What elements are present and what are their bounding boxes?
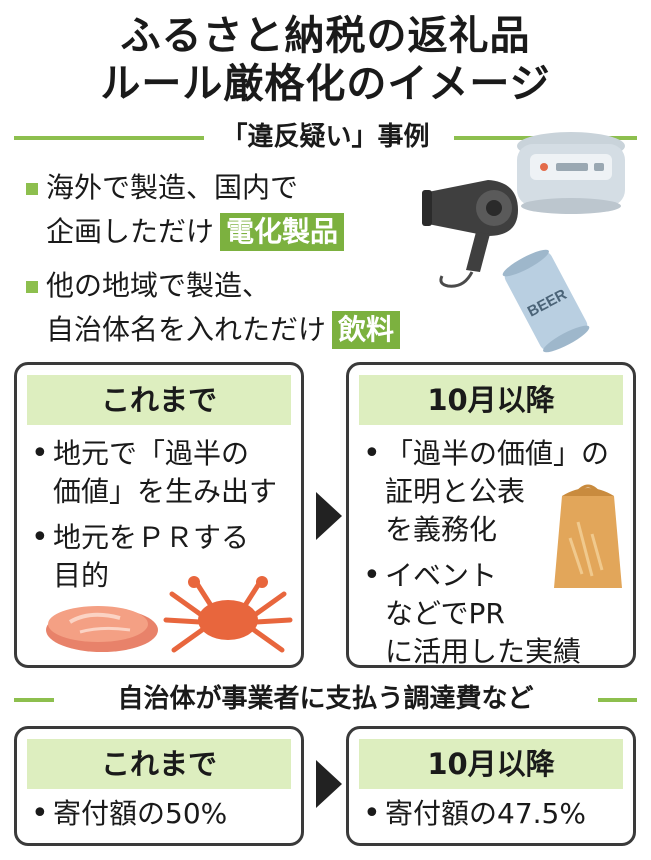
heading-rule-left (14, 136, 204, 140)
heading-rule-right (598, 698, 637, 702)
title-line-1: ふるさと納税の返礼品 (120, 13, 531, 59)
bullet-dot: • (363, 796, 381, 831)
hair-dryer-icon (422, 180, 518, 288)
case-1-tag: 電化製品 (220, 213, 345, 251)
rules-before-header: これまで (27, 375, 291, 425)
arrow-right-icon (316, 492, 342, 540)
rice-cooker-icon (517, 132, 625, 214)
cost-heading-text: 自治体が事業者に支払う調達費など (107, 684, 544, 714)
case-1-line-1: 海外で製造、国内で (46, 171, 299, 204)
violation-heading-text: 「違反疑い」事例 (211, 122, 440, 152)
violation-case-1: 海外で製造、国内で 企画しただけ電化製品 (26, 166, 345, 254)
cost-before-header: これまで (27, 739, 291, 789)
list-item: •「過半の価値」の 証明と公表 を義務化 (363, 436, 610, 546)
list-item: •地元で「過半の 価値」を生み出す (31, 436, 278, 508)
rules-before-list: •地元で「過半の 価値」を生み出す •地元をＰＲする 目的 (31, 435, 293, 603)
green-square-bullet (26, 281, 38, 293)
bullet-dot: • (31, 436, 49, 471)
case-1-line-2: 企画しただけ (46, 215, 215, 248)
title-line-2: ルール厳格化のイメージ (100, 61, 551, 107)
cost-after-list: •寄付額の47.5% (363, 795, 625, 841)
bullet-dot: • (363, 436, 381, 471)
violation-case-2: 他の地域で製造、 自治体名を入れただけ飲料 (26, 264, 401, 352)
rules-after-list: •「過半の価値」の 証明と公表 を義務化 •イベント などでPR に活用した実績 (363, 435, 625, 679)
cost-after-header: 10月以降 (359, 739, 623, 789)
list-item: •寄付額の47.5% (363, 796, 586, 831)
arrow-right-icon (316, 760, 342, 808)
beer-can-icon: BEER (502, 249, 590, 353)
rules-after-header: 10月以降 (359, 375, 623, 425)
cost-section-heading: 自治体が事業者に支払う調達費など (14, 682, 637, 716)
meat-icon (46, 606, 158, 652)
violation-section-heading: 「違反疑い」事例 (14, 120, 637, 154)
cost-after-panel: 10月以降 •寄付額の47.5% (346, 726, 636, 846)
case-2-line-1: 他の地域で製造、 (46, 269, 271, 302)
cost-before-panel: これまで •寄付額の50% (14, 726, 304, 846)
heading-rule-left (14, 698, 54, 702)
green-square-bullet (26, 183, 38, 195)
case-2-line-2: 自治体名を入れただけ (46, 313, 327, 346)
list-item: •地元をＰＲする 目的 (31, 520, 250, 592)
list-item: •寄付額の50% (31, 796, 228, 831)
cost-before-list: •寄付額の50% (31, 795, 293, 841)
list-item: •イベント などでPR に活用した実績 (363, 558, 582, 668)
case-2-tag: 飲料 (332, 311, 401, 349)
crab-icon (163, 576, 293, 653)
rice-bag-icon (554, 484, 622, 588)
bullet-dot: • (363, 558, 381, 593)
bullet-dot: • (31, 796, 49, 831)
bullet-dot: • (31, 520, 49, 555)
